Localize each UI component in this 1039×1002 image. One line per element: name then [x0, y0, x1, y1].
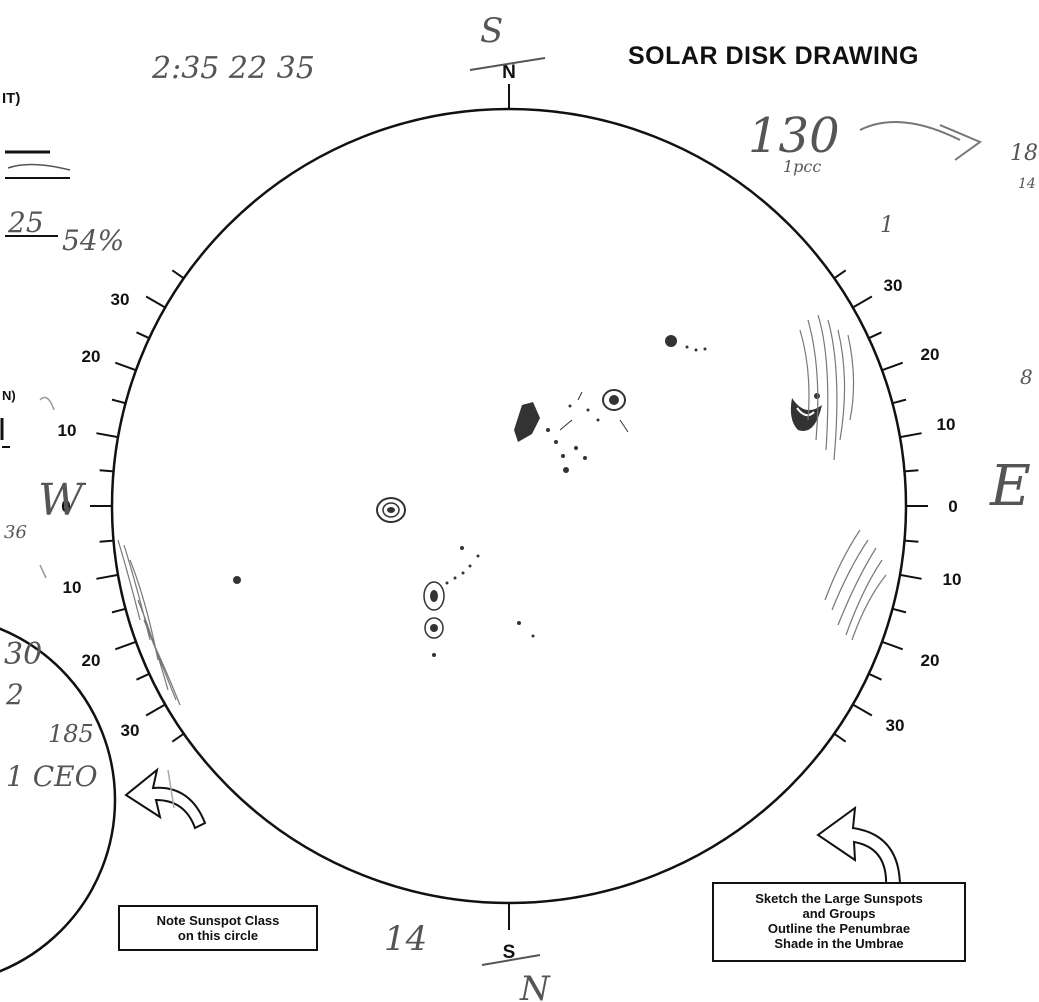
- hand-west: W: [38, 475, 87, 526]
- latitude-tick: [868, 672, 882, 681]
- sunspot-penumbra: [602, 389, 626, 411]
- sunspot-umbra: [609, 395, 619, 405]
- hand-count: 130: [748, 108, 840, 164]
- latitude-tick: [852, 703, 873, 717]
- hand-mark-8: 8: [1020, 365, 1033, 389]
- sketch-note-line: Outline the Penumbrae: [767, 921, 911, 936]
- west-label-0: 0: [61, 497, 70, 516]
- hand-left-ceo: 1 CEO: [6, 760, 98, 793]
- east-label-0: 0: [948, 497, 957, 516]
- class-note-box: Note Sunspot Class on this circle: [118, 905, 318, 951]
- hand-top-s: S: [480, 11, 503, 51]
- latitude-tick: [136, 331, 150, 340]
- hand-left-2: 2: [5, 678, 24, 711]
- handwritten-notes: 2:35 22 35 S 130 1pcc 18 14 25 54% W E 3…: [4, 11, 1038, 1002]
- east-label-30-north: 30: [884, 276, 903, 295]
- latitude-tick: [111, 607, 126, 614]
- east-label-30-south: 30: [886, 716, 905, 735]
- east-latitude-labels: 30 20 10 0 10 20 30: [884, 276, 962, 735]
- sunspot-umbra: [514, 402, 540, 442]
- latitude-tick: [892, 398, 907, 405]
- latitude-tick: [171, 732, 185, 743]
- east-label-10-north: 10: [937, 415, 956, 434]
- hand-east: E: [989, 454, 1031, 519]
- sunspot-umbra: [233, 576, 241, 584]
- limb-shading: [117, 314, 887, 706]
- west-label-30-north: 30: [111, 290, 130, 309]
- latitude-tick: [171, 269, 185, 280]
- latitude-tick: [868, 331, 882, 340]
- west-label-10-south: 10: [63, 578, 82, 597]
- latitude-tick: [833, 732, 847, 743]
- page-title: SOLAR DISK DRAWING: [628, 42, 919, 70]
- latitude-tick: [904, 469, 919, 473]
- hand-left-36: 36: [4, 522, 27, 543]
- sunspot-penumbra: [424, 617, 444, 639]
- hand-left-30: 30: [4, 637, 42, 672]
- sunspot-penumbra: [423, 581, 445, 611]
- latitude-tick: [904, 539, 919, 543]
- latitude-tick: [99, 539, 114, 543]
- north-label: N: [502, 62, 516, 83]
- sunspot-sketches: [233, 335, 822, 657]
- latitude-tick: [114, 361, 137, 372]
- hand-bottom-n: N: [519, 969, 551, 1002]
- latitude-tick: [145, 295, 166, 309]
- west-latitude-labels: 30 20 10 0 10 20 30: [58, 290, 140, 740]
- hand-count-note: 1pcc: [783, 157, 821, 176]
- east-label-10-south: 10: [943, 570, 962, 589]
- latitude-tick: [145, 703, 166, 717]
- hand-times: 2:35 22 35: [151, 51, 315, 86]
- sketch-note-line: Sketch the Large Sunspots: [755, 891, 923, 906]
- hand-mark-1: 1: [880, 213, 894, 238]
- arrow-to-circle: [124, 767, 207, 830]
- hand-left-185: 185: [48, 720, 94, 748]
- sketch-note-box: Sketch the Large Sunspots and Groups Out…: [712, 882, 966, 962]
- sunspot-class-circle: [0, 627, 117, 973]
- latitude-tick: [99, 469, 114, 473]
- sunspot-umbra: [430, 590, 438, 602]
- west-label-10-north: 10: [58, 421, 77, 440]
- west-label-20-south: 20: [82, 651, 101, 670]
- sunspot-umbra: [430, 624, 438, 632]
- west-label-20-north: 20: [82, 347, 101, 366]
- sketch-note-line: and Groups: [802, 906, 876, 921]
- latitude-tick: [111, 398, 126, 405]
- sunspot-umbra: [665, 335, 677, 347]
- left-fragment: N): [2, 388, 16, 403]
- hand-value-b: 54%: [62, 224, 124, 257]
- sunspot-penumbra: [376, 497, 406, 523]
- latitude-tick: [96, 432, 119, 439]
- east-label-20-north: 20: [921, 345, 940, 364]
- west-label-30-south: 30: [121, 721, 140, 740]
- latitude-tick: [114, 640, 137, 651]
- latitude-tick: [899, 573, 922, 580]
- latitude-tick: [852, 295, 873, 309]
- hand-value-a: 25: [7, 206, 44, 239]
- latitude-tick: [881, 361, 904, 372]
- sketch-note-line: Shade in the Umbrae: [774, 936, 904, 951]
- latitude-tick: [96, 573, 119, 580]
- latitude-tick: [899, 432, 922, 439]
- arrow-to-disk: [816, 805, 902, 888]
- sunspot-penumbra: [382, 502, 400, 518]
- south-label: S: [503, 942, 516, 963]
- latitude-tick: [833, 269, 847, 280]
- sunspot-umbra: [387, 507, 395, 513]
- latitude-tick: [136, 672, 150, 681]
- hand-right-digits: 18: [1010, 141, 1038, 166]
- solar-disk-circle: [110, 107, 908, 905]
- class-note-line: on this circle: [177, 928, 259, 943]
- latitude-tick: [892, 607, 907, 614]
- header-fragment: IT): [2, 90, 20, 107]
- class-note-line: Note Sunspot Class: [156, 913, 280, 928]
- hand-bottom-14: 14: [384, 919, 427, 959]
- hand-right-fragment: 14: [1018, 176, 1036, 192]
- east-label-20-south: 20: [921, 651, 940, 670]
- latitude-tick: [881, 640, 904, 651]
- latitude-ticks: [90, 269, 928, 743]
